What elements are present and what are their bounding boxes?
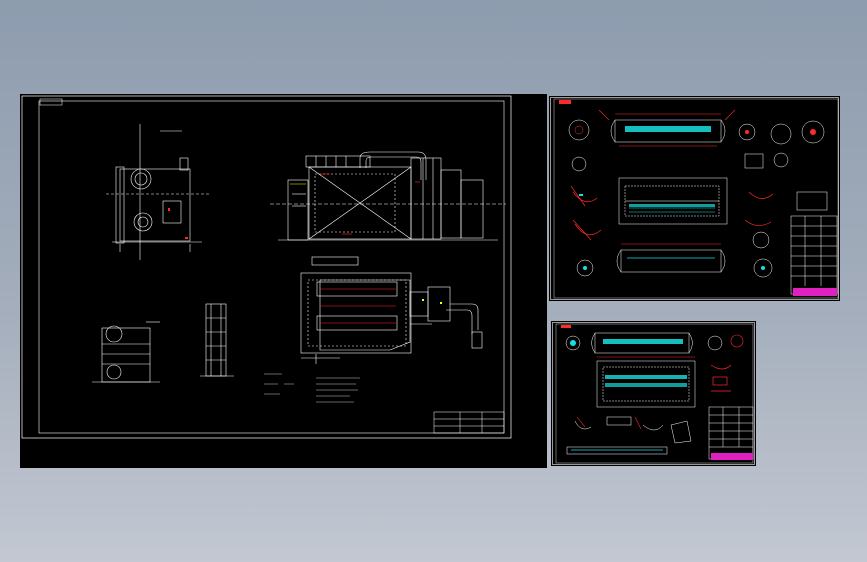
drum-upper-sheet[interactable] [549, 96, 840, 301]
cad-drawing-icon [21, 95, 512, 439]
cad-drawing-icon [552, 322, 755, 465]
cad-drawing-icon [550, 97, 839, 300]
drum-lower-sheet[interactable] [551, 321, 756, 466]
main-assembly-sheet[interactable] [20, 94, 547, 468]
